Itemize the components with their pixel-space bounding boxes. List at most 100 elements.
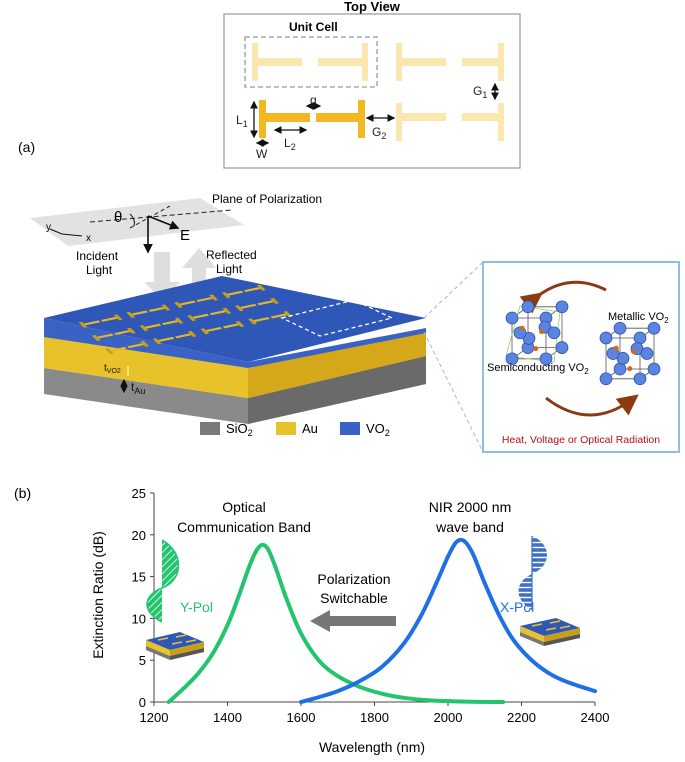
series-line-y-pol xyxy=(166,542,506,704)
resonator-arm-11 xyxy=(253,317,270,322)
resonator-bar-4 xyxy=(91,334,101,342)
y-tick-label: 5 xyxy=(139,653,146,668)
highlight-resonator xyxy=(259,100,365,138)
vanadium-atom xyxy=(555,300,569,314)
label-G1: G1 xyxy=(473,84,487,100)
resonator-bar-8 xyxy=(104,348,114,355)
resonator-arm-5 xyxy=(161,320,179,326)
legend-au: Au xyxy=(302,421,318,436)
semiconducting-label: Semiconducting VO2 xyxy=(487,362,589,376)
vanadium-atom xyxy=(522,332,536,345)
y-axis-label: Extinction Ratio (dB) xyxy=(90,531,106,659)
resonator-arm-0 xyxy=(83,320,101,326)
vanadium-atom xyxy=(547,326,561,340)
panel-label-b: (b) xyxy=(14,485,31,501)
resonator-bar-5 xyxy=(139,324,149,332)
resonator-bar-7 xyxy=(270,297,279,304)
resonator-arm-9 xyxy=(174,333,192,339)
faded-resonators xyxy=(252,43,504,141)
resonator-bar-9 xyxy=(187,330,197,337)
resonator-arm-1 xyxy=(148,306,166,312)
vanadium-atom xyxy=(633,331,647,345)
label-L1: L1 xyxy=(236,113,248,129)
x-axis-label: Wavelength (nm) xyxy=(319,739,425,755)
legend-sio2: SiO2 xyxy=(226,421,253,438)
resonator-bar-2 xyxy=(174,301,183,308)
oxygen-atom xyxy=(519,325,525,331)
resonator-arm-6 xyxy=(192,313,209,319)
resonator-arm-10 xyxy=(205,327,223,332)
y-tick-label: 15 xyxy=(132,570,146,585)
resonator-bar-0 xyxy=(113,314,123,321)
resonator-arm-2 xyxy=(196,297,213,302)
semiconducting-crystal xyxy=(505,300,569,366)
plane-label: Plane of Polarization xyxy=(212,192,322,206)
resonator-arm-3 xyxy=(226,290,244,296)
label-G2: G2 xyxy=(372,125,386,141)
resonator-bar-10 xyxy=(200,328,210,335)
x-tick-label: 2400 xyxy=(581,710,610,725)
transition-arrow-top xyxy=(519,280,607,314)
label-g: g xyxy=(310,93,317,107)
ypol-label: Y-Pol xyxy=(180,599,213,615)
unit-cell-box xyxy=(244,36,378,88)
ypol-wave-icon xyxy=(147,540,179,622)
annot-switch-2: Switchable xyxy=(320,590,388,606)
resonator-bar-2 xyxy=(209,294,219,301)
vanadium-atom xyxy=(539,352,553,366)
resonator-bar-8 xyxy=(140,340,150,347)
polarization-plane xyxy=(30,198,244,246)
top-view-frame xyxy=(223,13,521,169)
material-legend: SiO2 Au VO2 xyxy=(200,421,390,438)
annot-optical-1: Optical xyxy=(222,499,266,515)
resonator-arm-5 xyxy=(144,323,162,329)
resonator-array xyxy=(78,284,293,355)
label-L2: L2 xyxy=(284,136,296,152)
resonator-bar-7 xyxy=(234,305,244,312)
incident-label-1: Incident xyxy=(76,249,119,263)
resonator-arm-4 xyxy=(97,333,114,339)
resonator-arm-0 xyxy=(100,316,118,322)
resonator-bar-9 xyxy=(152,338,162,345)
vanadium-atom xyxy=(640,347,654,360)
resonator-bar-10 xyxy=(235,320,245,328)
legend-vo2: VO2 xyxy=(366,421,390,438)
resonator-arm-8 xyxy=(110,346,127,352)
resonator-arm-10 xyxy=(222,323,240,329)
label-W: W xyxy=(256,147,268,161)
resonator-bar-1 xyxy=(126,311,136,318)
resonator-arm-7 xyxy=(240,303,257,309)
resonator-arm-4 xyxy=(114,330,131,335)
oxygen-atom xyxy=(613,345,619,351)
vanadium-atom xyxy=(613,362,627,376)
resonator-bar-6 xyxy=(222,307,232,314)
reflected-label-2: Light xyxy=(216,262,243,276)
vanadium-atom xyxy=(505,352,519,366)
resonator-arm-11 xyxy=(270,313,287,319)
vanadium-atom xyxy=(647,362,661,376)
y-tick-label: 10 xyxy=(132,611,146,626)
x-tick-label: 1400 xyxy=(213,710,242,725)
resonator-arm-1 xyxy=(131,310,149,316)
unit-cell-label: Unit Cell xyxy=(289,20,338,34)
resonator-bar-5 xyxy=(174,317,184,324)
theta-label: θ xyxy=(114,209,122,226)
panel-label-a: (a) xyxy=(18,139,35,155)
annot-switch-1: Polarization xyxy=(317,571,390,587)
y-tick-label: 0 xyxy=(139,695,146,710)
oxygen-atom xyxy=(627,366,633,372)
vo2-top-surface xyxy=(44,276,426,362)
annot-nir-1: NIR 2000 nm xyxy=(429,499,511,515)
vanadium-atom xyxy=(647,321,661,335)
series-line-x-pol xyxy=(299,537,597,704)
oxygen-atom xyxy=(539,329,545,335)
vanadium-atom xyxy=(613,321,627,335)
resonator-bar-0 xyxy=(78,321,88,328)
device-icon-right xyxy=(520,618,580,646)
x-tick-label: 1200 xyxy=(140,710,169,725)
vanadium-atom xyxy=(505,311,519,325)
vanadium-atom xyxy=(521,300,535,314)
oxygen-atom xyxy=(631,349,637,355)
